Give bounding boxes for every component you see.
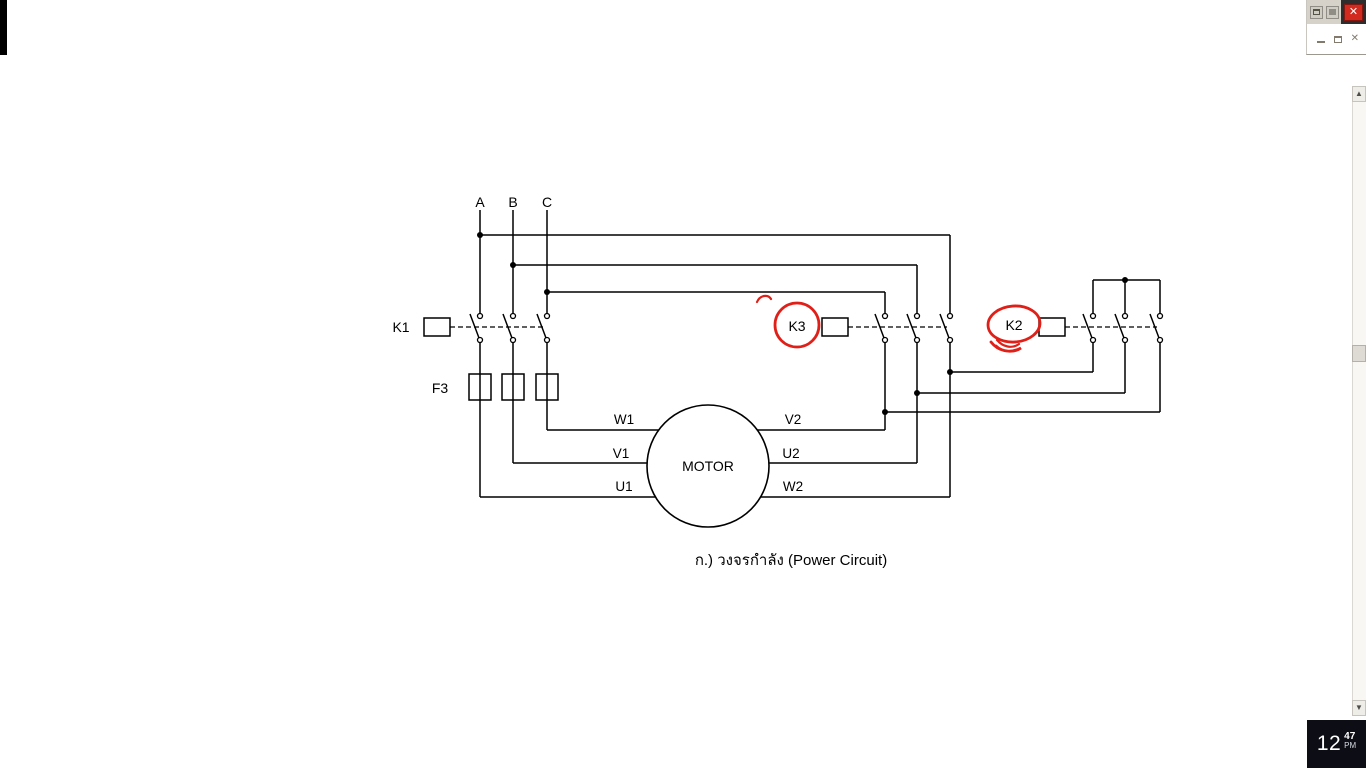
popout-window-button[interactable] [1310, 5, 1323, 19]
terminal-v1-label: V1 [613, 446, 630, 461]
diagram-labels: A B C K1 F3 K3 K2 W1 V1 U1 V2 U2 W2 ก.) … [392, 194, 1022, 569]
k2-red-circle [986, 304, 1042, 344]
toolbar-fragment [1307, 0, 1341, 24]
wires [479, 210, 1161, 498]
k1-label: K1 [392, 319, 409, 335]
minimize-button[interactable] [1316, 36, 1325, 43]
red-annotations [755, 294, 1042, 353]
terminal-w1-label: W1 [614, 412, 634, 427]
contacts [469, 312, 1164, 344]
window-controls-row-top: ✕ [1307, 0, 1366, 24]
f3-label: F3 [432, 380, 449, 396]
junction-dots [477, 232, 1128, 415]
scrollbar-thumb[interactable] [1352, 345, 1366, 362]
terminal-v2-label: V2 [785, 412, 802, 427]
close-button[interactable]: ✕ [1344, 3, 1363, 21]
k2-coil [1038, 317, 1066, 337]
clock-hour: 12 [1316, 732, 1342, 755]
terminal-u1-label: U1 [615, 479, 632, 494]
options-button[interactable] [1326, 5, 1339, 19]
close-icon: ✕ [1348, 5, 1359, 18]
document-window-controls: ✕ [1307, 24, 1366, 54]
vertical-scrollbar[interactable]: ▲ ▼ [1352, 86, 1366, 716]
contactor-coils [423, 317, 1157, 337]
clock-minute-meridiem: 47 PM [1344, 730, 1357, 750]
phase-b-label: B [508, 194, 517, 210]
window-controls-panel: ✕ ✕ [1306, 0, 1366, 55]
red-tick-mark [755, 294, 773, 304]
k3-label: K3 [788, 318, 805, 334]
scroll-down-icon: ▼ [1355, 703, 1363, 712]
taskbar-clock[interactable]: 12 47 PM [1307, 720, 1366, 768]
k3-coil [821, 317, 849, 337]
k3-red-circle [773, 301, 821, 349]
close-button-zone: ✕ [1341, 0, 1366, 24]
scroll-up-button[interactable]: ▲ [1352, 86, 1366, 102]
k1-coil [423, 317, 451, 337]
close-document-button[interactable]: ✕ [1350, 33, 1359, 44]
k2-label: K2 [1005, 317, 1022, 333]
motor-symbol: MOTOR [646, 404, 770, 528]
restore-button[interactable] [1333, 35, 1342, 43]
phase-c-label: C [542, 194, 552, 210]
terminal-w2-label: W2 [783, 479, 803, 494]
caption: ก.) วงจรกำลัง (Power Circuit) [695, 552, 887, 569]
terminal-u2-label: U2 [782, 446, 799, 461]
overload-relay-f3 [468, 373, 559, 401]
motor-label: MOTOR [682, 458, 734, 474]
k2-red-scribble-2 [995, 338, 1021, 348]
slide-edge-bar [0, 0, 7, 55]
options-icon [1329, 9, 1336, 15]
scroll-up-icon: ▲ [1355, 89, 1363, 98]
clock-meridiem: PM [1344, 740, 1357, 750]
k2-red-scribble [989, 340, 1022, 353]
clock-minute: 47 [1344, 730, 1356, 742]
popout-icon [1313, 9, 1320, 15]
phase-a-label: A [475, 194, 485, 210]
scroll-down-button[interactable]: ▼ [1352, 700, 1366, 716]
